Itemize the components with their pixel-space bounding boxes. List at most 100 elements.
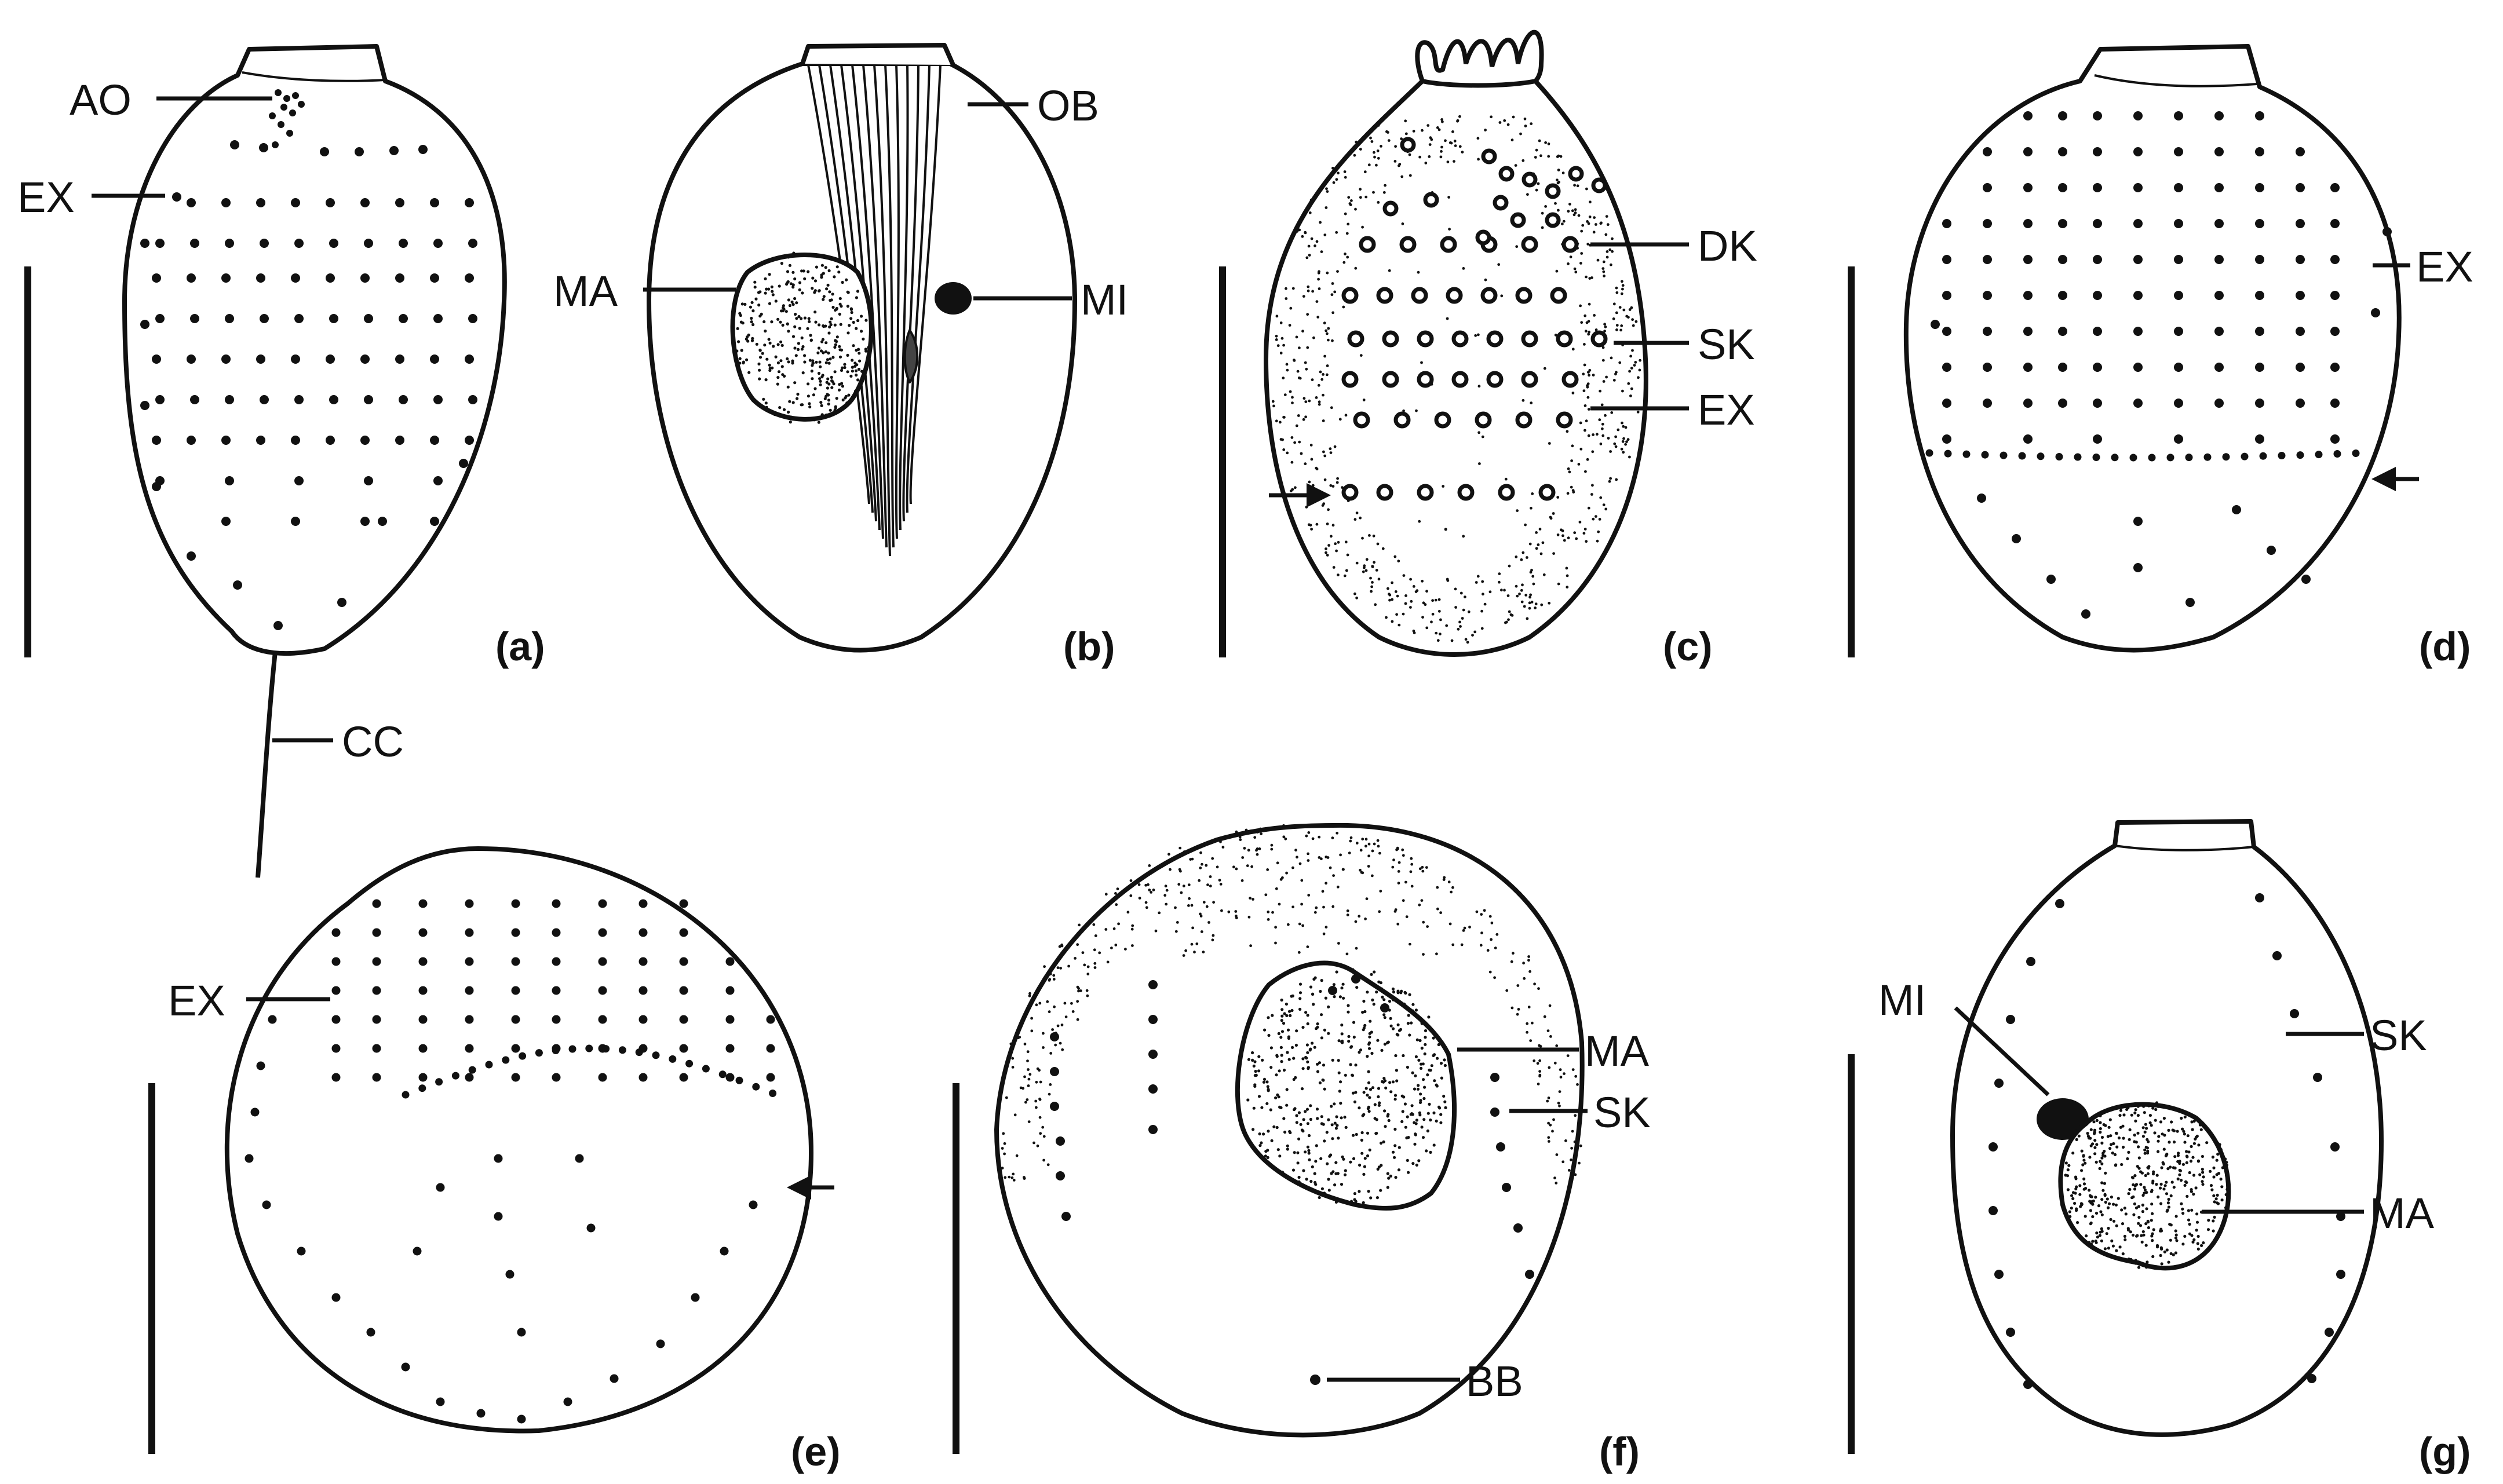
stipple — [1407, 1136, 1410, 1139]
stipple — [1347, 1010, 1350, 1014]
stipple — [762, 397, 765, 401]
stipple — [2128, 1128, 2132, 1132]
stipple — [2064, 1174, 2067, 1177]
stipple — [1458, 115, 1461, 118]
stipple — [1414, 1074, 1417, 1077]
stipple — [1454, 587, 1457, 591]
stipple — [1259, 827, 1262, 831]
stipple — [787, 298, 790, 302]
kinetid-dot — [468, 395, 477, 404]
kinetid-dot — [459, 459, 468, 468]
stipple — [2095, 1160, 2098, 1164]
kinetid-ring — [1556, 330, 1573, 348]
stipple — [780, 309, 783, 313]
stipple — [2091, 1142, 2095, 1146]
macronucleus-stipple-b — [735, 251, 870, 424]
kinetid-dot — [2000, 451, 2008, 459]
stipple — [2118, 1257, 2122, 1260]
dot-field-a — [140, 89, 477, 630]
stipple — [1415, 589, 1419, 593]
stipple — [2141, 1230, 2145, 1233]
kinetid-dot — [511, 1015, 520, 1024]
stipple — [1547, 1136, 1550, 1139]
stipple — [839, 323, 842, 326]
stipple — [1389, 1090, 1393, 1094]
stipple — [1547, 1140, 1550, 1143]
stipple — [762, 320, 766, 324]
stipple — [1306, 346, 1309, 349]
stipple — [2179, 1179, 2183, 1182]
stipple — [1422, 953, 1425, 956]
stipple — [1243, 847, 1246, 850]
stipple — [2178, 1161, 2181, 1165]
stipple — [1612, 317, 1615, 320]
stipple — [2145, 1191, 2148, 1194]
panel-e: EX (e) — [148, 846, 841, 1474]
kinetid-dot — [2333, 450, 2341, 458]
kinetid-dot — [2058, 183, 2067, 192]
stipple — [1528, 601, 1531, 605]
kinetid-dot — [372, 899, 381, 908]
stipple — [1418, 1111, 1421, 1114]
stipple — [1326, 271, 1329, 275]
stipple — [1309, 444, 1313, 447]
stipple — [737, 340, 740, 343]
stipple — [850, 310, 853, 315]
kinetid-dot — [679, 899, 688, 908]
stipple — [735, 349, 739, 353]
kinetid-dot — [2296, 399, 2305, 408]
kinetid-dot — [2058, 363, 2067, 372]
panel-label-e: (e) — [791, 1429, 841, 1474]
stipple — [2219, 1147, 2223, 1152]
stipple — [1279, 878, 1283, 881]
stipple — [1110, 946, 1113, 949]
kinetid-dot — [1942, 255, 1951, 264]
stipple — [1338, 1090, 1341, 1093]
stipple — [1396, 594, 1399, 598]
stipple — [1012, 1040, 1015, 1043]
stipple — [1164, 884, 1167, 888]
stipple — [1302, 418, 1305, 421]
stipple — [1392, 990, 1396, 994]
stipple — [1086, 965, 1090, 968]
panel-label-d: (d) — [2419, 624, 2471, 669]
kinetid-dot — [435, 1078, 443, 1086]
stipple — [1386, 1172, 1389, 1175]
stipple — [1198, 879, 1201, 882]
kinetid-dot — [355, 147, 364, 156]
stipple — [2160, 1166, 2163, 1169]
stipple — [1523, 605, 1526, 608]
stipple — [1639, 359, 1642, 362]
stipple — [1325, 547, 1327, 550]
stipple — [1207, 921, 1210, 924]
stipple — [1392, 858, 1395, 862]
panel-label-b: (b) — [1063, 624, 1115, 669]
stipple — [818, 323, 821, 327]
stipple — [1325, 329, 1328, 332]
stipple — [1285, 363, 1289, 366]
stipple — [1610, 263, 1612, 266]
stipple — [1296, 856, 1298, 859]
stipple — [1060, 943, 1063, 946]
stipple — [2088, 1189, 2091, 1192]
stipple — [1341, 868, 1345, 871]
stipple — [1570, 485, 1573, 489]
stipple — [2152, 1228, 2155, 1231]
stipple — [1399, 1028, 1403, 1031]
kinetid-dot — [1061, 1212, 1071, 1221]
stipple — [1401, 222, 1404, 225]
stipple — [1336, 885, 1340, 889]
nematodesma-fiber — [884, 64, 895, 548]
kinetid-dot — [259, 143, 268, 152]
stipple — [1302, 397, 1306, 400]
stipple — [1520, 589, 1523, 592]
stipple — [1456, 119, 1459, 123]
stipple — [1364, 569, 1368, 572]
stipple — [1521, 583, 1524, 587]
kinetid-dot — [635, 1048, 643, 1057]
stipple — [2070, 1194, 2074, 1197]
stipple — [1298, 346, 1301, 349]
stipple — [2201, 1183, 2205, 1186]
stipple — [821, 374, 824, 377]
oral-dot — [275, 89, 282, 96]
